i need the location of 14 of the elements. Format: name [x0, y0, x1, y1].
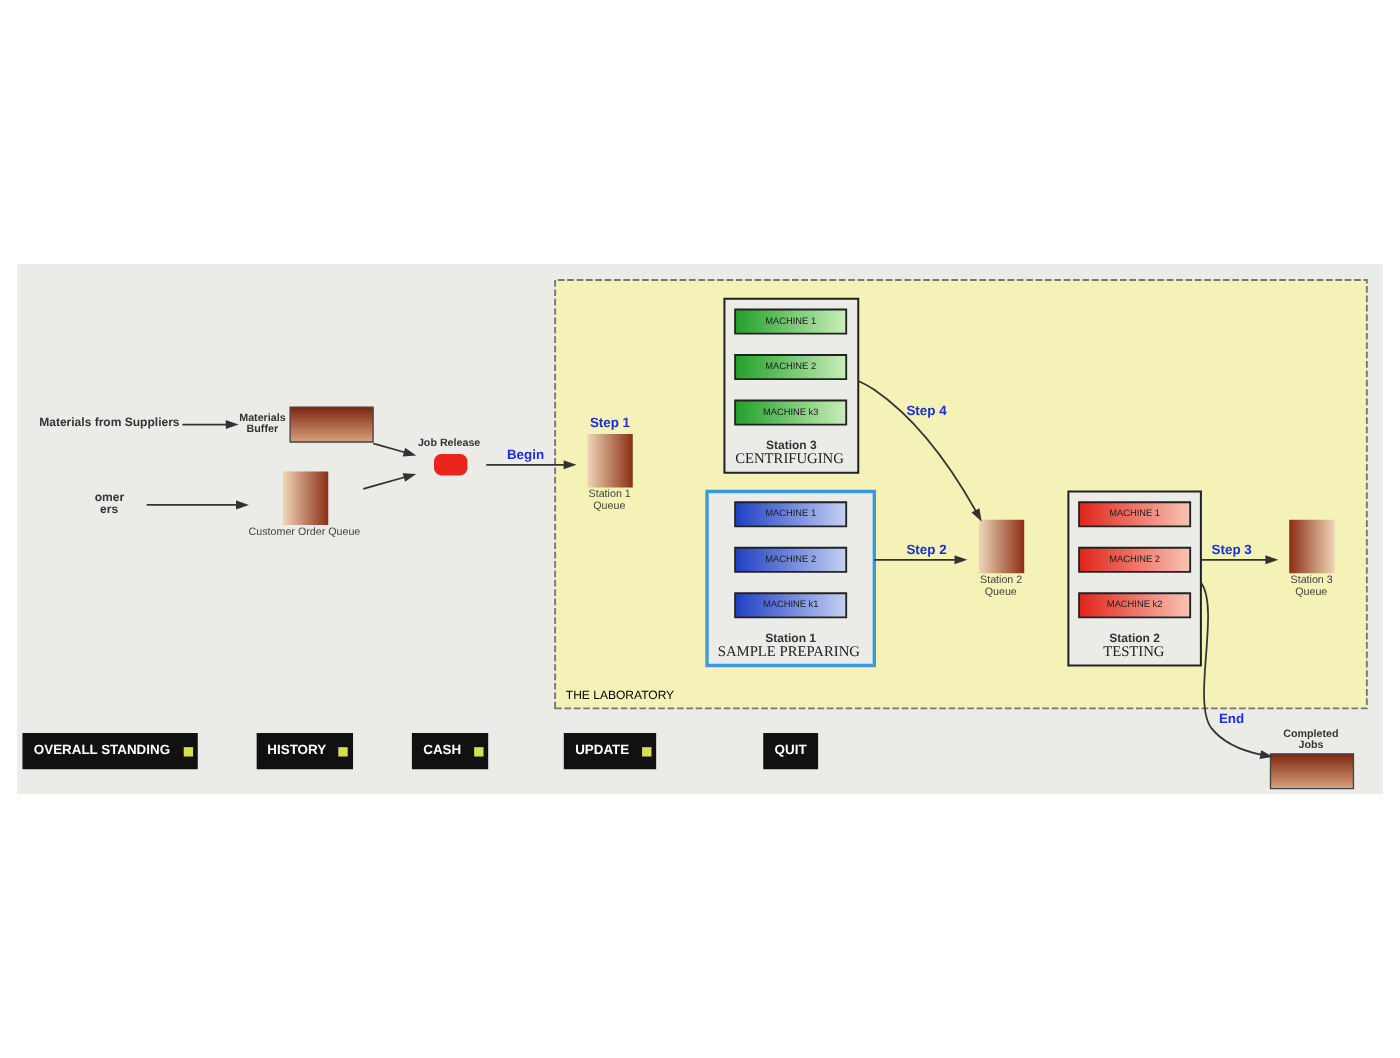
- node-box: [587, 433, 633, 488]
- arrow: [362, 473, 417, 490]
- arrow: [485, 460, 577, 470]
- arrow: [372, 442, 417, 457]
- arrow: [1200, 555, 1279, 565]
- node-box: [978, 519, 1025, 574]
- node-box: [1289, 519, 1335, 574]
- arrow: [181, 420, 239, 430]
- node-box: [282, 471, 329, 525]
- arrow: [1200, 581, 1273, 759]
- arrow: [145, 500, 249, 510]
- node-box: [434, 454, 468, 476]
- arrow: [857, 380, 982, 522]
- arrow: [873, 555, 968, 565]
